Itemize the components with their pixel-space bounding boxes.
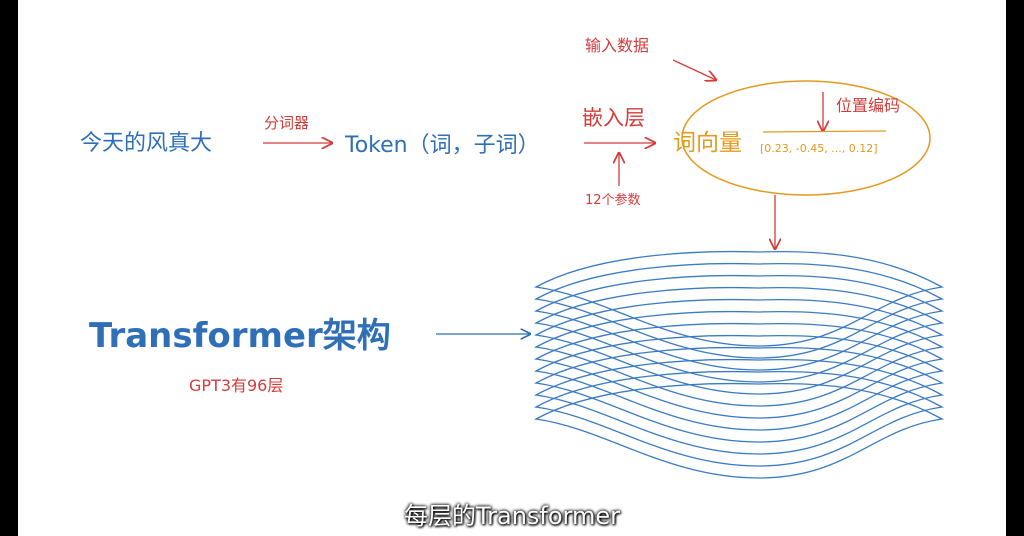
transformer-layer-outline [533, 250, 945, 347]
transformer-layer-outline [533, 310, 945, 407]
diagram-lines [263, 59, 945, 479]
input-data-arrow [672, 59, 716, 80]
transformer-layer-outline [533, 358, 945, 455]
transformer-layer-outline [533, 322, 945, 419]
token-text: Token（词，子词） [345, 133, 540, 158]
transformer-layer-outline [533, 334, 945, 431]
tokenizer-label: 分词器 [264, 114, 310, 132]
vector-underline [762, 130, 887, 133]
transformer-layer-stack [533, 250, 945, 479]
position-encoding-label: 位置编码 [836, 96, 901, 115]
transformer-layer-outline [533, 370, 945, 467]
transformer-layer-outline [533, 274, 945, 371]
input-sentence: 今天的风真大 [80, 131, 213, 156]
embedding-label: 嵌入层 [582, 106, 645, 130]
video-caption: 每层的Transformer [403, 502, 620, 530]
word-vector-ellipse [681, 80, 931, 196]
diagram-canvas: 今天的风真大 分词器 Token（词，子词） 嵌入层 12个参数 输入数据 位置… [18, 0, 1006, 536]
input-data-label: 输入数据 [585, 36, 650, 55]
transformer-layer-outline [533, 346, 945, 443]
transformer-layer-outline [533, 262, 945, 359]
params-label: 12个参数 [585, 193, 641, 208]
transformer-layer-outline [533, 382, 945, 479]
transformer-layer-outline [533, 286, 945, 383]
gpt3-layers-note: GPT3有96层 [189, 376, 284, 395]
transformer-layer-outline [533, 298, 945, 395]
word-vector-label: 词向量 [673, 130, 742, 156]
vector-values: [0.23, -0.45, ..., 0.12] [760, 142, 878, 155]
transformer-label: Transformer架构 [89, 316, 391, 356]
